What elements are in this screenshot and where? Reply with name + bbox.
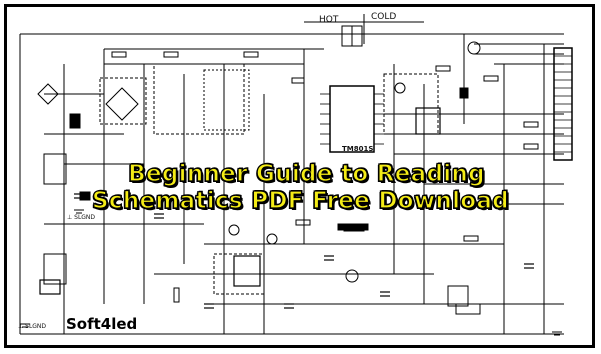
ground-label: ⊥ SLGND — [67, 214, 96, 221]
cold-label: COLD — [371, 12, 397, 22]
hot-label: HOT — [319, 15, 339, 25]
watermark-text: Soft4led — [66, 315, 138, 333]
headline-line-1: Beginner Guide to Reading — [127, 161, 485, 187]
ic-label: TM801S — [342, 145, 374, 153]
ground-label-bottom: ⊥ SLGND — [18, 323, 47, 330]
headline-line-2: Schematics PDF Free Download — [91, 188, 509, 214]
schematic-drawing — [19, 14, 573, 336]
image-border — [4, 4, 595, 348]
